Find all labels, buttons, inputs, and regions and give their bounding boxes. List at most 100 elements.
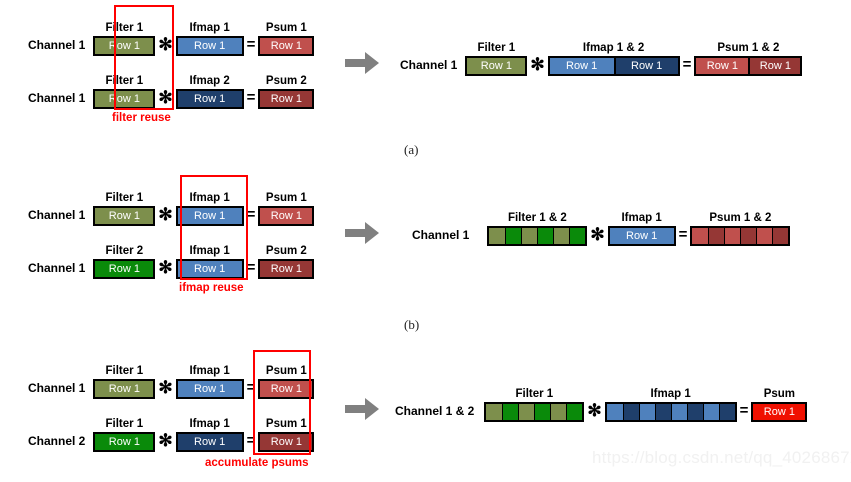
block-caption: Psum 1 & 2 (709, 212, 772, 224)
channel-label: Channel 1 (28, 38, 86, 52)
bar-cell (502, 404, 519, 420)
bar-cell: Row 1 (95, 91, 154, 107)
filter-bar: Row 1 (93, 432, 156, 452)
bar-cell: Row 1 (549, 58, 614, 74)
bar-cell: Row 1 (260, 381, 313, 397)
bar-cell: Row 1 (95, 261, 154, 277)
multiply-icon: ✻ (158, 88, 173, 107)
bar-cell: Row 1 (177, 261, 242, 277)
bar-cell: Row 1 (753, 404, 806, 420)
channel-label: Channel 1 & 2 (395, 404, 475, 418)
bar-cell (569, 228, 586, 244)
block-caption: Psum 1 & 2 (717, 42, 780, 54)
filter-block: Filter 1 Row 1 (93, 364, 156, 399)
bar-cell (724, 228, 741, 244)
ifmap-bar: Row 1 (175, 89, 244, 109)
bar-cell (486, 404, 503, 420)
multiply-icon: ✻ (158, 258, 173, 277)
psum-block: Psum 1 Row 1 (258, 364, 315, 399)
watermark: https://blog.csdn.net/qq_40268672 (592, 448, 851, 467)
highlight-box-accumulate-psums (253, 350, 311, 455)
bar-cell (702, 404, 719, 420)
block-caption: Psum 2 (265, 75, 307, 87)
bar-cell (550, 404, 567, 420)
psum-block: Psum Row 1 (751, 387, 808, 422)
block-caption: Ifmap 1 (189, 192, 230, 204)
bar-cell (638, 404, 655, 420)
multiply-icon: ✻ (158, 378, 173, 397)
psum-bar (690, 226, 791, 246)
psum-block: Psum 1 Row 1 (258, 417, 315, 452)
ifmap-bar: Row 1 Row 1 (547, 56, 680, 76)
block-caption: Psum 1 (265, 418, 307, 430)
highlight-box-ifmap-reuse (180, 175, 248, 280)
filter-bar: Row 1 (93, 379, 156, 399)
bar-cell: Row 1 (95, 208, 154, 224)
psum-bar: Row 1 (258, 379, 315, 399)
bar-cell (622, 404, 639, 420)
bar-cell (505, 228, 522, 244)
psum-bar: Row 1 (258, 36, 315, 56)
bar-cell: Row 1 (696, 58, 749, 74)
psum-block: Psum 1 Row 1 (258, 191, 315, 226)
bar-cell: Row 1 (177, 208, 242, 224)
subfigure-caption-a: (a) (404, 142, 419, 157)
block-caption: Ifmap 1 (189, 245, 230, 257)
ifmap-bar: Row 1 (607, 226, 676, 246)
channel-label: Channel 2 (28, 434, 86, 448)
block-caption: Filter 1 (477, 42, 516, 54)
psum-bar: Row 1 (258, 432, 315, 452)
right-arrow-icon (345, 398, 379, 420)
block-caption: Filter 1 (105, 365, 144, 377)
block-caption: Psum 2 (265, 245, 307, 257)
block-caption: Filter 1 (105, 192, 144, 204)
equals-icon: = (246, 432, 256, 449)
ifmap-block: Ifmap 1 Row 1 (175, 21, 244, 56)
block-caption: Filter 1 (515, 388, 554, 400)
equals-icon: = (246, 259, 256, 276)
block-caption: Ifmap 1 & 2 (582, 42, 645, 54)
equals-icon: = (246, 36, 256, 53)
panel-b-left-row-2: Channel 1 Filter 2 Row 1 ✻ Ifmap 1 Row 1… (28, 244, 315, 279)
equals-icon: = (682, 56, 692, 73)
bar-cell: Row 1 (260, 261, 313, 277)
multiply-icon: ✻ (590, 225, 605, 244)
block-caption: Psum 1 (265, 192, 307, 204)
ifmap-block: Ifmap 2 Row 1 (175, 74, 244, 109)
bar-cell (718, 404, 735, 420)
ifmap-block: Ifmap 1 Row 1 (175, 364, 244, 399)
bar-cell: Row 1 (177, 434, 242, 450)
bar-cell (772, 228, 789, 244)
bar-cell: Row 1 (177, 91, 242, 107)
filter-block: Filter 2 Row 1 (93, 244, 156, 279)
bar-cell (670, 404, 687, 420)
bar-cell (606, 404, 623, 420)
bar-cell (566, 404, 583, 420)
filter-bar: Row 1 (93, 206, 156, 226)
multiply-icon: ✻ (158, 35, 173, 54)
equals-icon: = (246, 206, 256, 223)
ifmap-bar: Row 1 (175, 36, 244, 56)
panel-a-left-row-1: Channel 1 Filter 1 Row 1 ✻ Ifmap 1 Row 1… (28, 21, 315, 56)
psum-block: Psum 2 Row 1 (258, 244, 315, 279)
equals-icon: = (678, 226, 688, 243)
block-caption: Filter 1 (105, 418, 144, 430)
highlight-label: ifmap reuse (179, 282, 244, 294)
panel-b-right-row: Channel 1 Filter 1 & 2 ✻ Ifmap 1 Row 1 =… (412, 212, 791, 246)
bar-cell (686, 404, 703, 420)
channel-label: Channel 1 (28, 261, 86, 275)
filter-bar: Row 1 (93, 259, 156, 279)
bar-cell (756, 228, 773, 244)
block-caption: Psum (763, 388, 796, 400)
equals-icon: = (246, 379, 256, 396)
ifmap-bar: Row 1 (175, 432, 244, 452)
equals-icon: = (739, 402, 749, 419)
block-caption: Filter 1 & 2 (507, 212, 567, 224)
bar-cell (521, 228, 538, 244)
filter-bar (487, 226, 588, 246)
filter-block: Filter 1 Row 1 (465, 41, 528, 76)
panel-c-left-row-2: Channel 2 Filter 1 Row 1 ✻ Ifmap 1 Row 1… (28, 417, 315, 452)
bar-cell (518, 404, 535, 420)
ifmap-block: Ifmap 1 Row 1 (175, 191, 244, 226)
